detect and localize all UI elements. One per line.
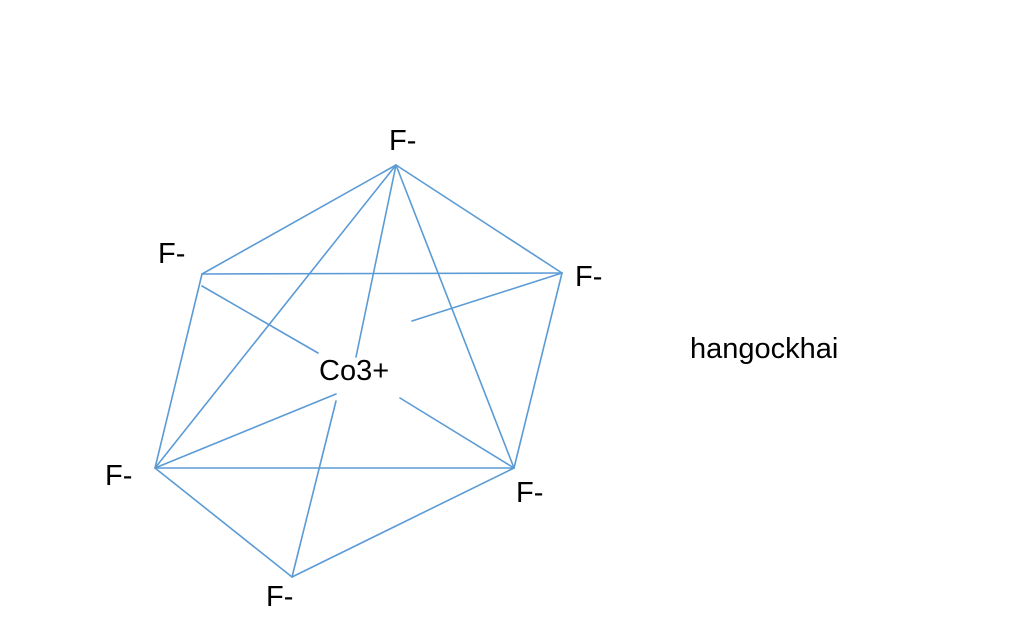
central-ion-label: Co3+ (319, 355, 390, 387)
center-bond-line (399, 397, 515, 469)
ligand-label-top: F- (389, 125, 417, 157)
outer-edge-line (513, 272, 563, 469)
inner-edge-line (154, 164, 397, 469)
ligand-label-lower-right: F- (516, 477, 544, 509)
inner-edge-line (395, 164, 515, 469)
author-label: hangockhai (690, 333, 839, 365)
bond-lines (154, 164, 563, 578)
center-bond-line (355, 164, 397, 358)
center-bond-line (291, 400, 337, 578)
ligand-label-lower-left: F- (105, 460, 133, 492)
outer-edge-line (291, 467, 515, 578)
outer-edge-line (395, 164, 563, 274)
inner-edge-line (154, 393, 337, 469)
outer-edge-line (201, 164, 397, 275)
ligand-label-bottom: F- (266, 581, 294, 613)
outer-edge-line (154, 273, 203, 469)
inner-edge-line (201, 272, 563, 275)
inner-edge-line (411, 272, 563, 322)
outer-edge-line (154, 467, 293, 578)
ligand-label-upper-left: F- (158, 238, 186, 270)
center-bond-line (201, 285, 319, 354)
ligand-label-upper-right: F- (575, 261, 603, 293)
